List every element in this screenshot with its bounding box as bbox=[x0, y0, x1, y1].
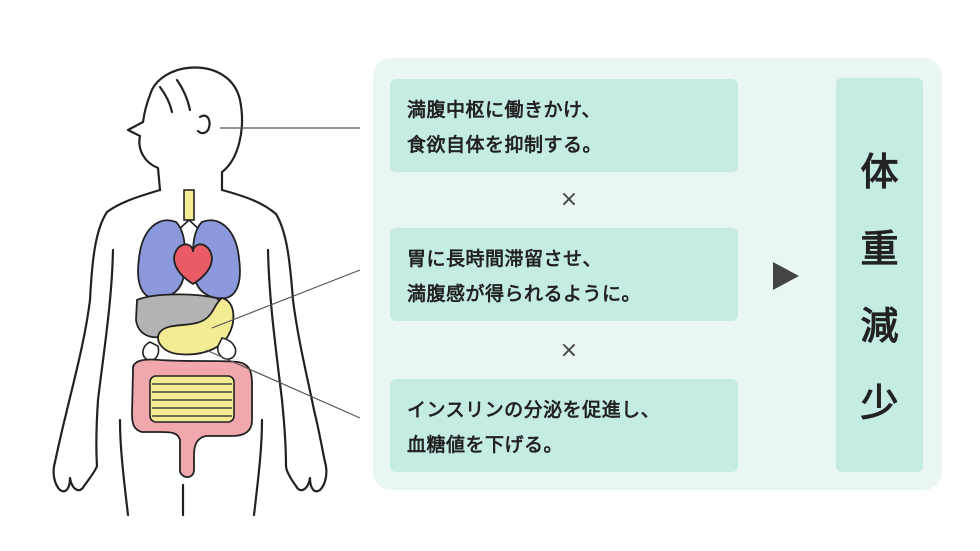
times-sign: × bbox=[559, 187, 579, 212]
effect-text-line: 満腹中枢に働きかけ、 bbox=[407, 99, 602, 121]
effect-box-insulin: インスリンの分泌を促進し、 血糖値を下げる。 bbox=[390, 379, 738, 472]
leader-line-pancreas bbox=[205, 349, 361, 419]
inner-arm-left bbox=[95, 248, 115, 468]
torso-right bbox=[220, 188, 327, 464]
stomach bbox=[157, 297, 235, 356]
right-triangle-arrow-icon bbox=[773, 262, 799, 290]
hip-right bbox=[252, 418, 264, 517]
small-intestine bbox=[149, 375, 235, 423]
effect-box-appetite: 満腹中枢に働きかけ、 食欲自体を抑制する。 bbox=[390, 79, 738, 172]
inner-arm-right bbox=[266, 248, 288, 468]
head-outline bbox=[126, 66, 244, 192]
effect-text-line: 胃に長時間滞留させ、 bbox=[407, 248, 603, 270]
right-hand bbox=[284, 460, 328, 493]
small-organ-right bbox=[216, 337, 237, 360]
effect-box-stomach: 胃に長時間滞留させ、 満腹感が得られるように。 bbox=[390, 228, 738, 321]
result-char: 少 bbox=[860, 381, 899, 425]
effect-text-line: 食欲自体を抑制する。 bbox=[407, 134, 603, 156]
result-char: 体 bbox=[860, 150, 899, 194]
hair-strokes bbox=[158, 78, 192, 114]
small-organ-left bbox=[142, 341, 160, 362]
ear bbox=[196, 114, 211, 135]
result-char: 減 bbox=[860, 304, 899, 348]
result-char: 重 bbox=[860, 227, 899, 271]
effect-text-line: 血糖値を下げる。 bbox=[407, 434, 564, 456]
leader-line-stomach bbox=[211, 269, 361, 329]
torso-left bbox=[53, 188, 162, 464]
heart bbox=[173, 243, 213, 286]
effect-text-line: インスリンの分泌を促進し、 bbox=[407, 399, 661, 421]
effect-text-line: 満腹感が得られるように。 bbox=[407, 283, 642, 305]
times-sign: × bbox=[559, 338, 579, 363]
hip-left bbox=[118, 418, 130, 517]
result-box-weight-loss: 体 重 減 少 bbox=[836, 78, 923, 472]
left-hand bbox=[52, 460, 99, 493]
